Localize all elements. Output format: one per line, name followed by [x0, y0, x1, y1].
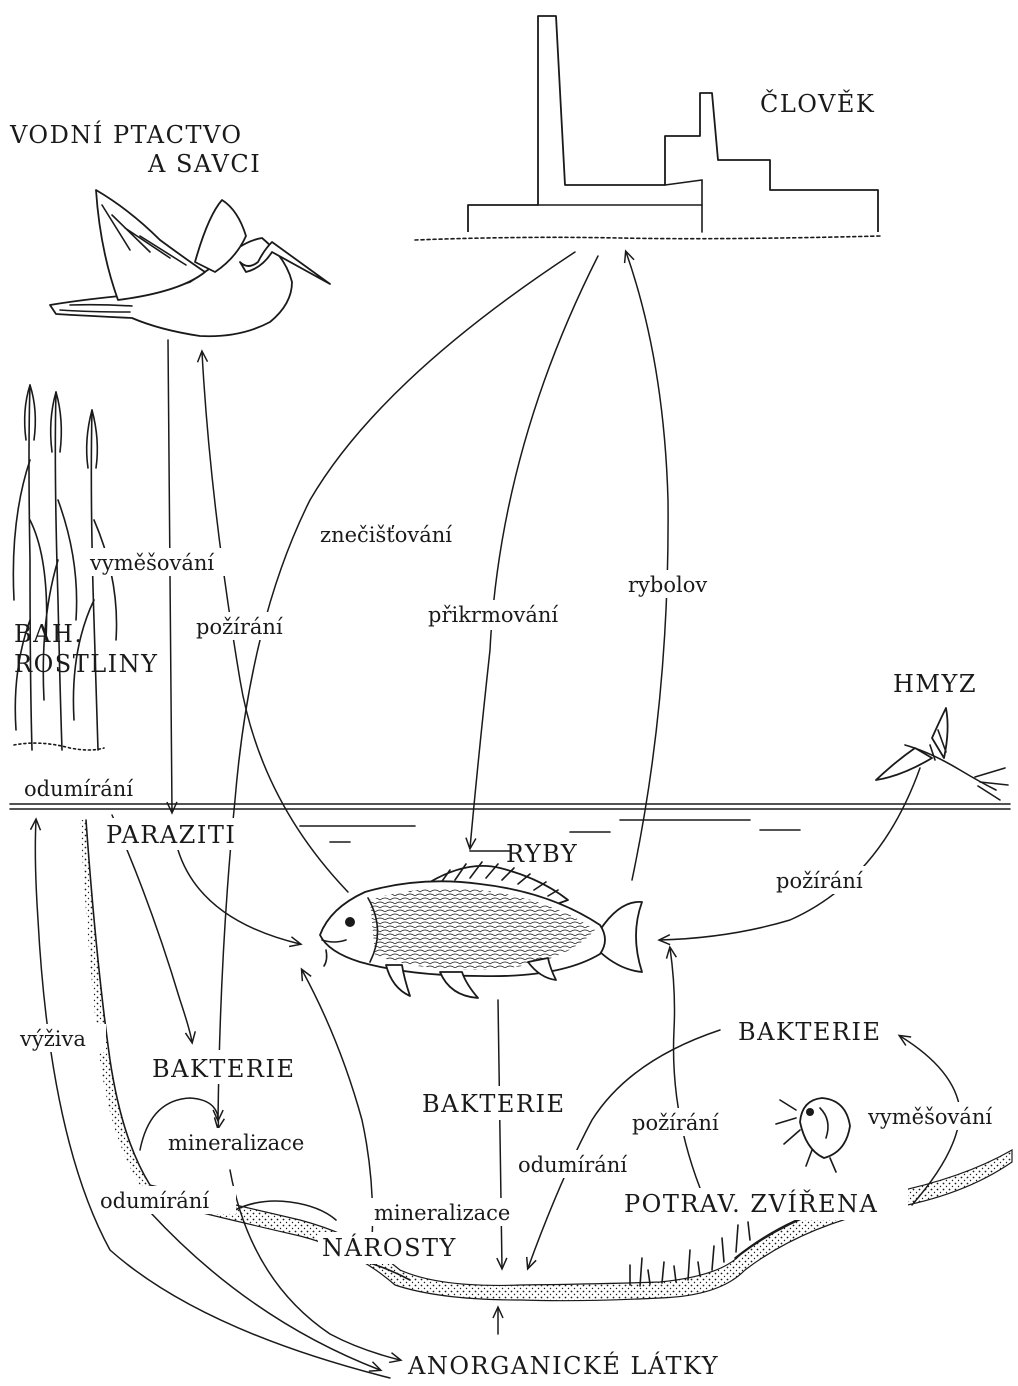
- mineralizace-center-label: mineralizace: [374, 1201, 510, 1225]
- znecistovani-label: znečišťování: [320, 523, 452, 547]
- arrow-fishing: [626, 252, 668, 880]
- water-birds-label-line2: A SAVCI: [147, 150, 261, 178]
- vymesovani-left-label: vyměšování: [89, 551, 214, 575]
- mineralizace-left-label: mineralizace: [168, 1131, 304, 1155]
- odumirani-right-label: odumírání: [518, 1153, 627, 1177]
- vymesovani-right-label: vyměšování: [867, 1105, 992, 1129]
- narosty-label: NÁROSTY: [322, 1233, 457, 1262]
- paraziti-label: PARAZITI: [106, 821, 236, 849]
- hmyz-label: HMYZ: [893, 670, 977, 698]
- clovek-label: ČLOVĚK: [760, 89, 875, 118]
- vyziva-label: výživa: [19, 1027, 86, 1051]
- anorganicke-latky-label: ANORGANICKÉ LÁTKY: [407, 1351, 719, 1380]
- bakterie-center-label: BAKTERIE: [422, 1090, 566, 1118]
- arrow-parasites-fish: [178, 850, 300, 944]
- bah-rostliny-label-line2: ROSTLINY: [14, 650, 158, 678]
- pozirani-bird-label: požírání: [196, 615, 283, 639]
- arrow-periphyton-fish: [302, 970, 373, 1240]
- bah-rostliny-label-line1: BAH.: [14, 620, 84, 648]
- rybolov-label: rybolov: [628, 573, 707, 597]
- arrow-dying-right: [528, 1030, 720, 1268]
- arrow-fish-bacteria: [498, 1000, 502, 1268]
- heron-icon: [50, 190, 330, 336]
- prikrmovani-label: přikrmování: [428, 603, 558, 627]
- arrow-feeding: [470, 256, 598, 848]
- factory-icon: [415, 16, 880, 240]
- bakterie-right-label: BAKTERIE: [738, 1018, 882, 1046]
- water-birds-label-line1: VODNÍ PTACTVO: [9, 120, 243, 149]
- pozirani-insect-label: požírání: [776, 869, 863, 893]
- carp-fish-icon: [320, 862, 642, 998]
- zooplankton-icon: [776, 1098, 850, 1172]
- pozirani-fauna-label: požírání: [632, 1111, 719, 1135]
- mayfly-icon: [876, 708, 1008, 800]
- bakterie-left-label: BAKTERIE: [152, 1055, 296, 1083]
- odumirani-plants-label: odumírání: [24, 777, 133, 801]
- odumirani-bottom-label: odumírání: [100, 1189, 209, 1213]
- arrow-insect-fish: [660, 768, 920, 940]
- potrav-zvirena-label: POTRAV. ZVÍŘENA: [624, 1189, 878, 1218]
- arrow-fauna-fish: [670, 948, 700, 1188]
- ryby-label: RYBY: [506, 840, 578, 868]
- arrow-pollution: [218, 252, 575, 1120]
